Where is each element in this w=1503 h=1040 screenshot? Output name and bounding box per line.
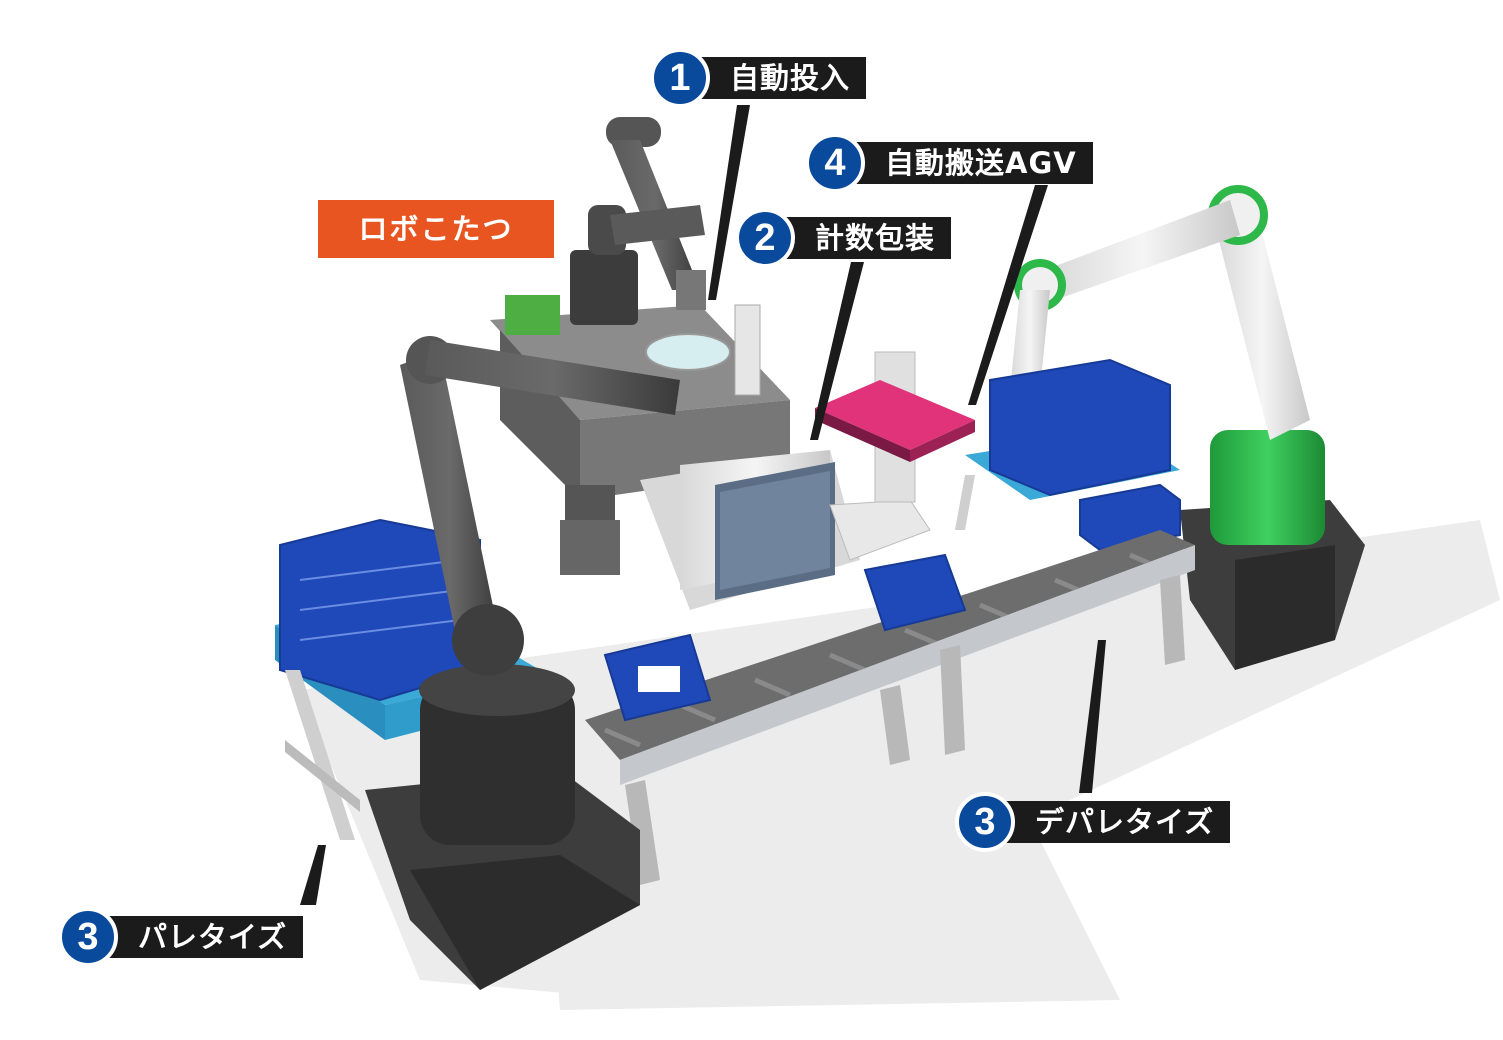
- callout-number-badge: 2: [735, 208, 795, 268]
- robo-kotatsu-tag: ロボこたつ: [318, 200, 554, 258]
- depalletize-station: [955, 358, 1181, 552]
- callout-number-badge: 4: [805, 133, 865, 193]
- infeed-robot-arm: [588, 117, 706, 310]
- callout-leader-lines: [300, 105, 1106, 905]
- callout-label: 計数包装: [771, 217, 952, 259]
- callout-label: パレタイズ: [94, 916, 304, 958]
- infeed-workstation: [490, 250, 790, 500]
- callout-number-badge: 1: [650, 48, 710, 108]
- agv: [815, 380, 975, 462]
- callout-label: 自動投入: [686, 57, 867, 99]
- roller-conveyor: [585, 530, 1195, 885]
- callout-number-badge: 3: [955, 792, 1015, 852]
- depalletize-robot: [1005, 185, 1365, 670]
- callout-label: デパレタイズ: [991, 801, 1231, 843]
- callout-label: 自動搬送AGV: [841, 142, 1093, 184]
- callout-number-badge: 3: [58, 907, 118, 967]
- palletize-robot: [365, 336, 680, 990]
